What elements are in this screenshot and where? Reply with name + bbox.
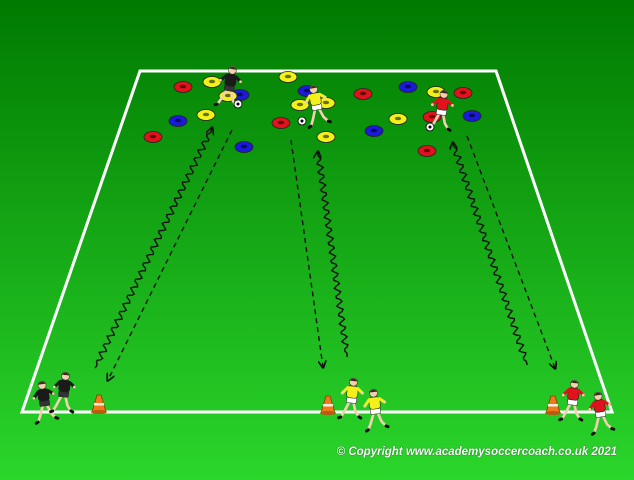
red-marker-disc-icon bbox=[453, 87, 473, 99]
traffic-cone-icon bbox=[545, 395, 561, 415]
dribble-arrow bbox=[453, 143, 528, 366]
player-black-2 bbox=[49, 371, 76, 414]
soccer-ball-icon bbox=[297, 116, 307, 126]
yellow-marker-disc-icon bbox=[196, 109, 216, 121]
player-red-1 bbox=[558, 379, 585, 422]
cones bbox=[91, 394, 561, 415]
blue-marker-disc-icon bbox=[168, 115, 188, 127]
soccer-ball-icon bbox=[233, 99, 243, 109]
dribble-arrow bbox=[94, 128, 212, 369]
player-yellow-2 bbox=[363, 388, 390, 433]
red-marker-disc-icon bbox=[173, 81, 193, 93]
blue-marker-disc-icon bbox=[234, 141, 254, 153]
yellow-marker-disc-icon bbox=[202, 76, 222, 88]
traffic-cone-icon bbox=[91, 394, 107, 414]
soccer-ball-icon bbox=[425, 122, 435, 132]
player-yellow-3 bbox=[304, 84, 332, 130]
yellow-marker-disc-icon bbox=[388, 113, 408, 125]
run-arrow bbox=[290, 139, 323, 367]
copyright-notice: © Copyright www.academysoccercoach.co.uk… bbox=[336, 446, 617, 458]
red-marker-disc-icon bbox=[353, 88, 373, 100]
pitch-boundary bbox=[19, 69, 615, 414]
blue-marker-disc-icon bbox=[462, 110, 482, 122]
dribble-arrow bbox=[317, 152, 349, 358]
yellow-marker-disc-icon bbox=[278, 71, 298, 83]
players bbox=[32, 65, 616, 436]
player-red-3 bbox=[426, 89, 454, 132]
movement-arrows bbox=[94, 128, 555, 380]
red-marker-disc-icon bbox=[417, 145, 437, 157]
run-arrow bbox=[108, 129, 233, 380]
player-red-2 bbox=[588, 391, 616, 436]
traffic-cone-icon bbox=[320, 395, 336, 415]
player-yellow-1 bbox=[337, 377, 364, 420]
yellow-marker-disc-icon bbox=[316, 131, 336, 143]
blue-marker-disc-icon bbox=[398, 81, 418, 93]
red-marker-disc-icon bbox=[271, 117, 291, 129]
red-marker-disc-icon bbox=[143, 131, 163, 143]
blue-marker-disc-icon bbox=[364, 125, 384, 137]
